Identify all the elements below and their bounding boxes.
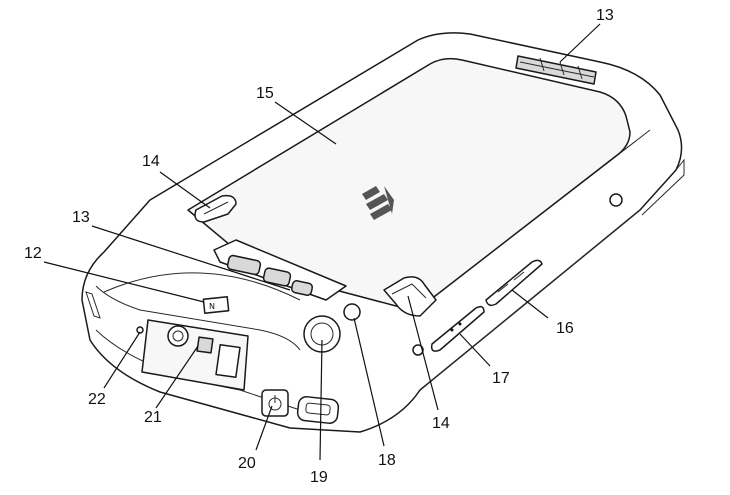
leader-13-lower [91,225,291,291]
power-button [261,389,289,417]
leader-13-top [559,23,601,63]
callout-15: 15 [256,85,274,102]
leader-14-right [407,295,439,411]
leader-21 [155,345,199,409]
side-edge-line [419,209,641,391]
svg-text:N: N [209,302,215,311]
side-screw [609,193,623,207]
leader-16 [511,289,549,319]
callout-16: 16 [556,320,574,337]
callout-21: 21 [144,409,162,426]
callout-17: 17 [492,370,510,387]
callout-labels: 13 15 14 13 12 16 17 14 22 21 20 19 18 [24,7,614,486]
callout-19: 19 [310,469,328,486]
callout-20: 20 [238,455,256,472]
endcap-upper-edge [95,285,301,351]
leader-18 [353,317,385,447]
callout-13-top: 13 [596,7,614,24]
battery-latch-left [194,194,237,223]
callout-14-right: 14 [432,415,450,432]
side-rail [641,158,685,216]
bottom-connector [296,396,340,424]
leader-12 [43,261,205,303]
top-scanner-window [515,55,597,85]
callout-18: 18 [378,452,396,469]
side-scan-button [430,305,485,352]
battery-latch-right [383,276,437,317]
callout-13-lower: 13 [72,209,90,226]
left-side-slot [85,291,101,319]
leader-22 [103,331,141,389]
leader-14-left [159,171,211,209]
camera-window [141,319,249,391]
callout-22: 22 [88,391,106,408]
leader-20 [255,405,273,451]
leader-15 [274,101,337,145]
volume-buttons [485,259,543,307]
callout-12: 12 [24,245,42,262]
camera-flash [343,303,361,321]
zebra-logo-icon [362,186,394,220]
device-illustration: N [81,32,685,433]
callout-14-left: 14 [142,153,160,170]
side-screw-lower [412,344,424,356]
leader-19 [319,339,323,461]
leader-lines [43,23,601,461]
charging-contacts [213,239,347,301]
leader-17 [459,333,491,367]
